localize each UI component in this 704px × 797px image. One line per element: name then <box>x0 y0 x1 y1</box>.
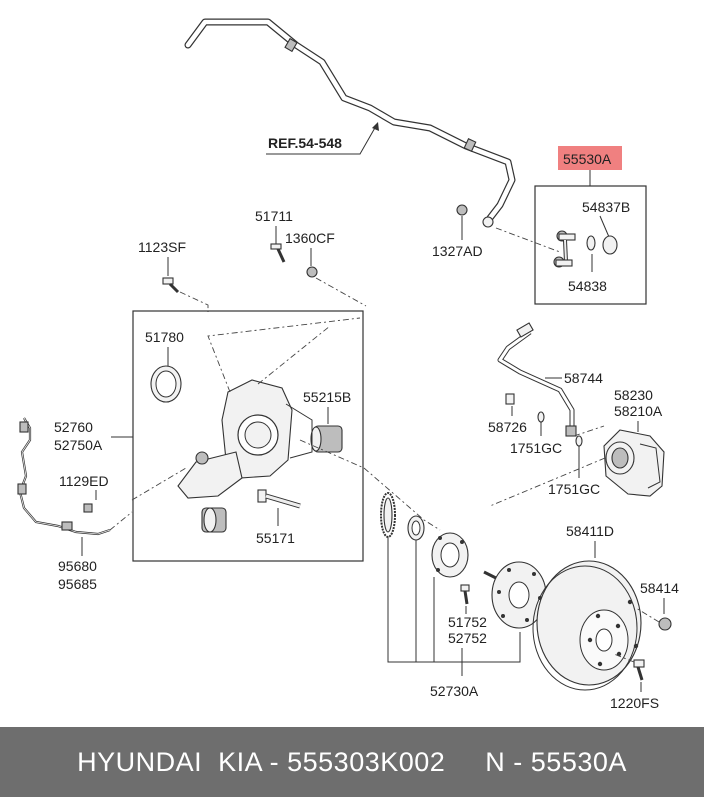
part-label-p55215b: 55215B <box>303 389 351 405</box>
knuckle <box>177 379 313 499</box>
hub-flange <box>483 561 547 629</box>
part-label-p52760: 52760 <box>54 419 93 435</box>
part-label-p95680: 95680 <box>58 558 97 574</box>
part-label-p1360cf: 1360CF <box>285 230 335 246</box>
part-label-p58411d: 58411D <box>566 523 614 539</box>
footer-text: HYUNDAI KIA - 555303K002 N - 55530A <box>77 746 627 777</box>
ref-label: REF.54-548 <box>266 122 379 155</box>
cap-54837B <box>602 235 618 255</box>
part-label-p1751gc_a: 1751GC <box>510 440 562 456</box>
bolt-1123SF: 1123SF <box>138 239 209 312</box>
hub-group: 51752 52752 52730A <box>363 467 547 699</box>
brake-disc <box>532 560 642 691</box>
part-label-p52730a: 52730A <box>430 683 479 699</box>
part-label-p52752: 52752 <box>448 630 487 646</box>
part-label-p55171: 55171 <box>256 530 295 546</box>
bolt-55171: 55171 <box>256 489 301 546</box>
link-box <box>534 185 647 305</box>
brake-disc-group: 58411D 58414 1220FS <box>532 523 679 711</box>
part-label-p1751gc_b: 1751GC <box>548 481 600 497</box>
caliper <box>603 429 665 497</box>
part-label-p58230: 58230 <box>614 387 653 403</box>
hub-bearing <box>431 532 469 578</box>
nut-1327AD: 1327AD <box>432 204 561 259</box>
part-label-p1220fs: 1220FS <box>610 695 659 711</box>
part-label-p95685: 95685 <box>58 576 97 592</box>
bearing <box>407 515 425 541</box>
bolt-58726 <box>505 393 515 405</box>
brake-hose-group: 58744 58726 1751GC 1751GC <box>488 322 605 497</box>
bolt-1129ED <box>83 503 93 513</box>
part-label-p54837b: 54837B <box>582 199 630 215</box>
nut-58414: 58414 <box>635 580 679 631</box>
part-label-p51711: 51711 <box>255 208 293 224</box>
screw-1220FS: 1220FS <box>610 653 659 711</box>
tone-wheel <box>380 492 396 538</box>
part-label-p51752: 51752 <box>448 614 487 630</box>
stabilizer-bar <box>184 18 516 228</box>
part-label-p52750a: 52750A <box>54 437 103 453</box>
wheel-stud <box>460 584 470 605</box>
stabilizer-link <box>553 230 576 268</box>
part-label-p1123sf: 1123SF <box>138 239 186 255</box>
part-label-p1327ad: 1327AD <box>432 243 483 259</box>
part-label-p58414: 58414 <box>640 580 679 596</box>
part-label-p55530a: 55530A <box>563 151 612 167</box>
knuckle-box <box>132 310 364 562</box>
part-label-p51780: 51780 <box>145 329 184 345</box>
parts-diagram: REF.54-548 55530A 54837B 54838 1327AD <box>17 18 679 711</box>
caliper-group: 58230 58210A <box>489 387 665 507</box>
part-label-p58744: 58744 <box>564 370 603 386</box>
nut-1360CF: 1360CF <box>285 230 367 307</box>
highlight-55530A <box>558 146 622 170</box>
part-label-p58210a: 58210A <box>614 403 663 419</box>
stabilizer-link-group: 55530A 54837B 54838 <box>534 146 647 305</box>
part-label-p54838: 54838 <box>568 278 607 294</box>
knuckle-group: 51780 55215B 55171 <box>132 310 365 562</box>
seal-54838 <box>586 235 596 251</box>
footer-bar: HYUNDAI KIA - 555303K002 N - 55530A <box>0 727 704 797</box>
bolt-51711: 51711 <box>255 208 293 263</box>
part-label-p58726: 58726 <box>488 419 527 435</box>
part-label-ref: REF.54-548 <box>268 135 342 151</box>
part-label-p1129ed: 1129ED <box>59 473 109 489</box>
abs-sensor-group: 52760 52750A 1129ED 95680 95685 <box>17 417 187 592</box>
